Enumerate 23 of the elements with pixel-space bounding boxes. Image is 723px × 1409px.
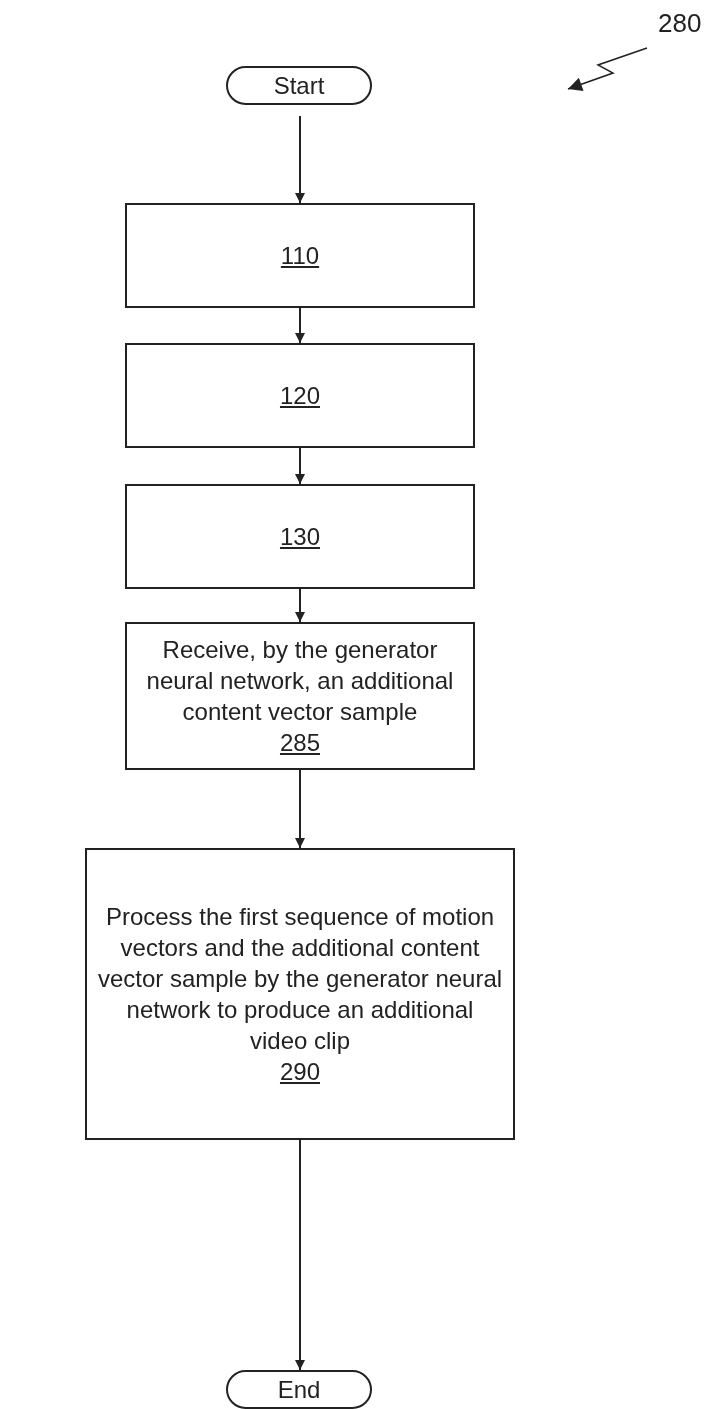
arrow bbox=[295, 769, 305, 849]
process-box bbox=[125, 203, 475, 308]
arrow bbox=[295, 115, 305, 204]
reference-number: 130 bbox=[279, 522, 320, 552]
arrow bbox=[295, 588, 305, 623]
process-box bbox=[125, 484, 475, 589]
step-text: End bbox=[277, 1375, 321, 1405]
process-box bbox=[125, 343, 475, 448]
terminal-shape bbox=[226, 66, 372, 105]
process-box bbox=[85, 848, 515, 1140]
reference-number: 290 bbox=[279, 1057, 320, 1087]
figure-number: 280 bbox=[658, 8, 702, 39]
reference-number: 120 bbox=[279, 381, 320, 411]
step-text: Receive, by the generator neural network, an additional content vector sample bbox=[145, 635, 455, 727]
arrow bbox=[295, 307, 305, 344]
step-text: Start bbox=[273, 71, 325, 101]
reference-number: 285 bbox=[279, 728, 320, 758]
terminal-shape bbox=[226, 1370, 372, 1409]
reference-number: 110 bbox=[280, 241, 320, 271]
step-text: Process the first sequence of motion vectors and the additional content vector sample by the generator neural network to produce an additional video clip bbox=[97, 902, 503, 1056]
arrow bbox=[295, 447, 305, 485]
arrow bbox=[295, 1139, 305, 1371]
process-box bbox=[125, 622, 475, 770]
